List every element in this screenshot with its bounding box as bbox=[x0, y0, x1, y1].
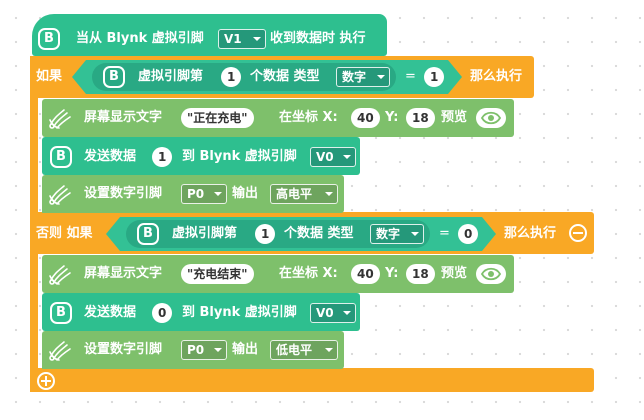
event-block[interactable] bbox=[32, 14, 387, 56]
if-label: 如果 bbox=[36, 69, 63, 84]
plus-circle-icon[interactable] bbox=[36, 371, 56, 391]
if-then-label: 那么执行 bbox=[470, 69, 523, 84]
if-inner-capsule bbox=[92, 63, 396, 91]
elseif-index-input[interactable]: 1 bbox=[255, 224, 276, 244]
if-cond-mid: 个数据 类型 bbox=[250, 69, 320, 84]
coord-x-input[interactable]: 40 bbox=[351, 264, 380, 284]
coord-y-label: Y: bbox=[385, 110, 399, 125]
output-label: 输出 bbox=[232, 186, 259, 201]
preview-label: 预览 bbox=[441, 110, 468, 125]
coord-y-input[interactable]: 18 bbox=[406, 108, 435, 128]
digital-write-label: 设置数字引脚 bbox=[84, 186, 163, 201]
output-label: 输出 bbox=[232, 342, 259, 357]
send-target-label: 到 Blynk 虚拟引脚 bbox=[182, 149, 297, 164]
hand-icon bbox=[49, 341, 71, 361]
send-data-label: 发送数据 bbox=[84, 149, 137, 164]
elseif-type-dropdown[interactable]: 数字 bbox=[370, 224, 424, 244]
if-type-dropdown[interactable]: 数字 bbox=[336, 67, 390, 87]
display-text-label: 屏幕显示文字 bbox=[84, 266, 163, 281]
digital-pin-dropdown[interactable]: P0 bbox=[181, 340, 227, 360]
blynk-logo-icon: B bbox=[50, 302, 72, 324]
send-data-block[interactable] bbox=[42, 293, 360, 331]
blynk-logo-icon: B bbox=[38, 28, 60, 50]
send-value-input[interactable]: 1 bbox=[152, 147, 173, 167]
elseif-label: 否则 如果 bbox=[36, 226, 93, 241]
display-text-block[interactable] bbox=[42, 99, 514, 137]
coord-x-input[interactable]: 40 bbox=[351, 108, 380, 128]
if-value-input[interactable]: 1 bbox=[424, 67, 445, 87]
send-value-input[interactable]: 0 bbox=[152, 303, 173, 323]
hand-icon bbox=[49, 265, 71, 285]
send-target-label: 到 Blynk 虚拟引脚 bbox=[182, 305, 297, 320]
preview-label: 预览 bbox=[441, 266, 468, 281]
coord-y-input[interactable]: 18 bbox=[406, 264, 435, 284]
blynk-logo-icon: B bbox=[103, 66, 125, 88]
elseif-then-label: 那么执行 bbox=[504, 226, 557, 241]
elseif-cond-text: 虚拟引脚第 bbox=[172, 226, 238, 241]
if-footer[interactable] bbox=[30, 368, 594, 392]
hand-icon bbox=[49, 109, 71, 129]
elseif-inner-capsule bbox=[126, 220, 430, 248]
event-suffix-label: 收到数据时 执行 bbox=[270, 31, 366, 46]
display-text-label: 屏幕显示文字 bbox=[84, 110, 163, 125]
eye-icon bbox=[481, 111, 501, 125]
if-operator[interactable]: = bbox=[405, 69, 416, 84]
send-data-label: 发送数据 bbox=[84, 305, 137, 320]
blynk-logo-icon: B bbox=[137, 223, 159, 245]
event-prefix-label: 当从 Blynk 虚拟引脚 bbox=[76, 31, 204, 46]
elseif-value-input[interactable]: 0 bbox=[458, 224, 479, 244]
coord-x-label: 在坐标 X: bbox=[279, 110, 338, 125]
hand-icon bbox=[49, 185, 71, 205]
event-pin-dropdown[interactable]: V1 bbox=[218, 29, 266, 49]
minus-circle-icon[interactable] bbox=[568, 223, 588, 243]
display-text-block[interactable] bbox=[42, 255, 514, 293]
level-dropdown[interactable]: 高电平 bbox=[270, 184, 338, 204]
coord-x-label: 在坐标 X: bbox=[279, 266, 338, 281]
level-dropdown[interactable]: 低电平 bbox=[270, 340, 338, 360]
elseif-cond-mid: 个数据 类型 bbox=[284, 226, 354, 241]
digital-write-label: 设置数字引脚 bbox=[84, 342, 163, 357]
display-string-input[interactable]: "充电结束" bbox=[181, 264, 254, 284]
blynk-logo-icon: B bbox=[50, 146, 72, 168]
if-cond-text: 虚拟引脚第 bbox=[138, 69, 204, 84]
eye-icon bbox=[481, 267, 501, 281]
send-pin-dropdown[interactable]: V0 bbox=[310, 303, 356, 323]
display-string-input[interactable]: "正在充电" bbox=[181, 108, 254, 128]
send-pin-dropdown[interactable]: V0 bbox=[310, 147, 356, 167]
send-data-block[interactable] bbox=[42, 137, 360, 175]
if-index-input[interactable]: 1 bbox=[221, 67, 242, 87]
digital-pin-dropdown[interactable]: P0 bbox=[181, 184, 227, 204]
elseif-operator[interactable]: = bbox=[439, 226, 450, 241]
coord-y-label: Y: bbox=[385, 266, 399, 281]
